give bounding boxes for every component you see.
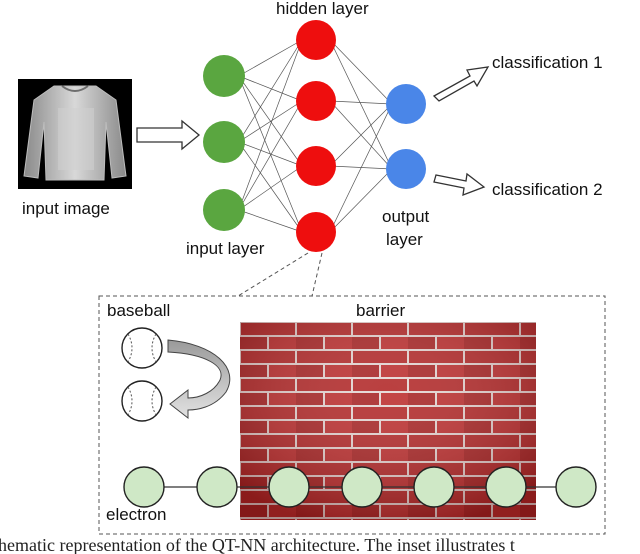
input-image	[18, 79, 132, 189]
network-edge	[238, 39, 303, 77]
network-edges	[238, 39, 393, 233]
inset-box	[98, 295, 606, 535]
input-layer	[203, 55, 245, 231]
output-layer-label-line2: layer	[386, 230, 423, 249]
output-node	[386, 149, 426, 189]
electron-icon	[555, 466, 597, 508]
network-edge	[329, 103, 393, 167]
electron-icon	[196, 466, 238, 508]
electron-icon	[485, 466, 527, 508]
hidden-node	[296, 212, 336, 252]
network-edge	[329, 39, 393, 105]
input-node	[203, 189, 245, 231]
figure-caption: hematic representation of the QT-NN arch…	[0, 535, 515, 554]
arrow-image-to-network	[136, 119, 201, 151]
network-edge	[329, 39, 393, 170]
hidden-node	[296, 81, 336, 121]
network-edge	[329, 100, 393, 105]
inset-connector-right	[311, 252, 323, 297]
hidden-node	[296, 20, 336, 60]
electron-icon	[123, 466, 165, 508]
hidden-layer-label: hidden layer	[276, 0, 369, 18]
output-layer	[386, 84, 426, 189]
electron-icon	[268, 466, 310, 508]
arrow-to-classification-2	[433, 172, 486, 197]
arrow-to-classification-1	[432, 66, 490, 102]
hidden-layer	[296, 20, 336, 252]
electron-wavepackets	[123, 466, 597, 508]
baseball-icon	[121, 327, 163, 369]
network-edge	[238, 141, 303, 233]
network-edge	[238, 100, 303, 143]
network-edge	[329, 168, 393, 233]
network-edge	[238, 39, 303, 211]
electron-icon	[413, 466, 455, 508]
network-edge	[238, 39, 303, 143]
hidden-node	[296, 146, 336, 186]
network-edge	[329, 103, 393, 233]
output-node	[386, 84, 426, 124]
baseball-label: baseball	[107, 301, 170, 320]
classification-2-label: classification 2	[492, 180, 603, 199]
input-layer-label: input layer	[186, 239, 265, 258]
classification-1-label: classification 1	[492, 53, 603, 72]
electron-label: electron	[106, 505, 166, 524]
input-node	[203, 121, 245, 163]
network-edge	[238, 100, 303, 211]
network-edge	[238, 75, 303, 167]
electron-icon	[341, 466, 383, 508]
inset-connector-left	[237, 252, 309, 297]
output-layer-label-line1: output	[382, 207, 430, 226]
barrier-label: barrier	[356, 301, 405, 320]
baseball-icon	[121, 380, 163, 422]
network-edge	[238, 141, 303, 167]
network-edge	[238, 75, 303, 102]
input-image-label: input image	[22, 199, 110, 218]
input-node	[203, 55, 245, 97]
network-edge	[238, 165, 303, 211]
bounce-back-arrow	[167, 339, 231, 420]
network-edge	[238, 209, 303, 233]
